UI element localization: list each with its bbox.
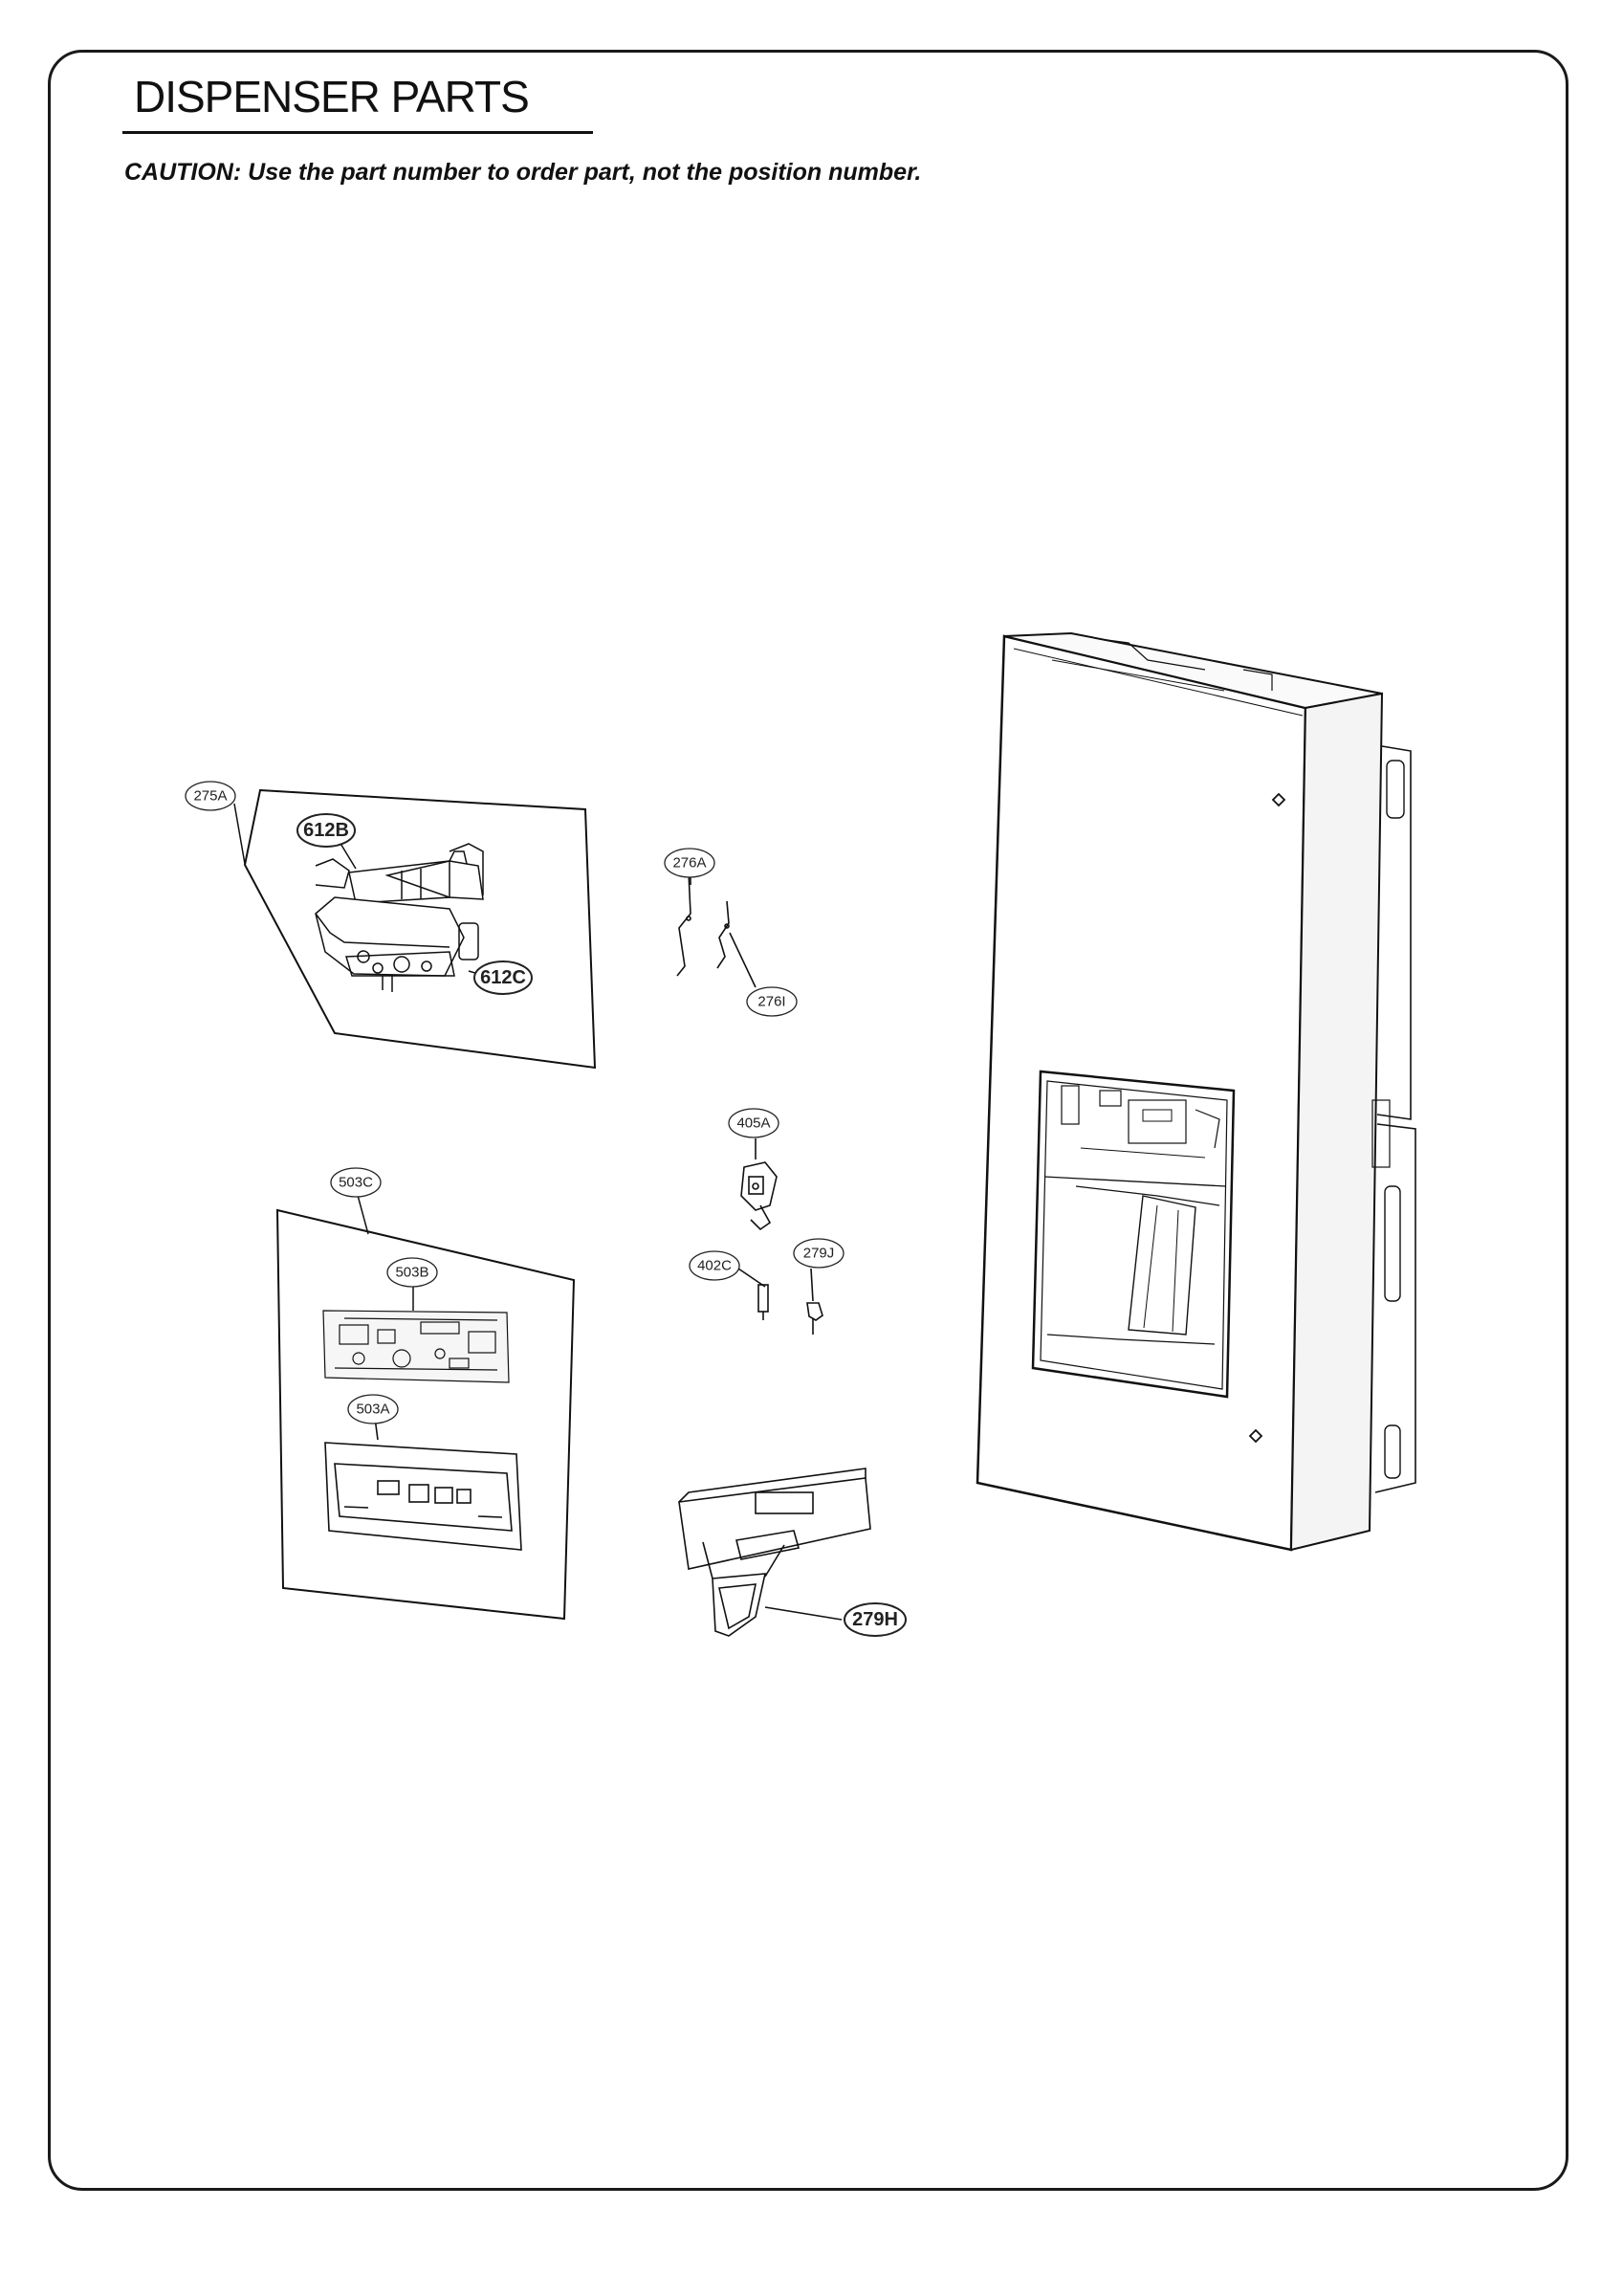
callout-279H: 279H <box>852 1609 898 1630</box>
page-frame <box>48 50 1568 2191</box>
callout-oval-276I <box>746 986 798 1017</box>
part-279J <box>806 1268 823 1335</box>
callout-503A: 503A <box>356 1402 389 1418</box>
callout-oval-612B <box>296 813 356 848</box>
callout-oval-503B <box>386 1257 438 1288</box>
door-assembly <box>976 631 1416 1552</box>
page-title: DISPENSER PARTS <box>134 72 530 121</box>
callout-oval-503A <box>347 1394 399 1424</box>
part-279H <box>678 1468 871 1637</box>
callout-612B: 612B <box>303 820 349 841</box>
title-underline <box>122 131 593 134</box>
part-612B <box>315 843 484 904</box>
part-405A <box>740 1138 778 1231</box>
part-503A <box>324 1417 522 1551</box>
callout-405A: 405A <box>736 1115 770 1132</box>
part-402C <box>737 1268 769 1320</box>
callout-oval-275A <box>185 781 236 811</box>
part-612C <box>315 896 479 992</box>
part-503B <box>322 1285 510 1383</box>
callout-275A: 275A <box>193 788 227 805</box>
assembly-503C <box>275 1187 576 1621</box>
callout-oval-276A <box>664 848 715 878</box>
callout-oval-612C <box>473 960 533 995</box>
callout-503B: 503B <box>395 1265 428 1281</box>
callout-oval-405A <box>728 1108 779 1138</box>
assembly-275A <box>233 788 597 1070</box>
callout-402C: 402C <box>697 1258 732 1274</box>
callout-oval-402C <box>689 1250 740 1281</box>
callout-276I: 276I <box>757 994 785 1010</box>
callout-279J: 279J <box>803 1246 835 1262</box>
callout-276A: 276A <box>672 855 706 872</box>
callout-503C: 503C <box>339 1175 373 1191</box>
callout-612C: 612C <box>480 967 526 988</box>
caution-note: CAUTION: Use the part number to order pa… <box>124 159 922 186</box>
springs-276 <box>676 871 757 988</box>
callout-oval-279H <box>844 1602 907 1637</box>
callout-oval-503C <box>330 1167 382 1198</box>
callout-oval-279J <box>793 1238 844 1269</box>
